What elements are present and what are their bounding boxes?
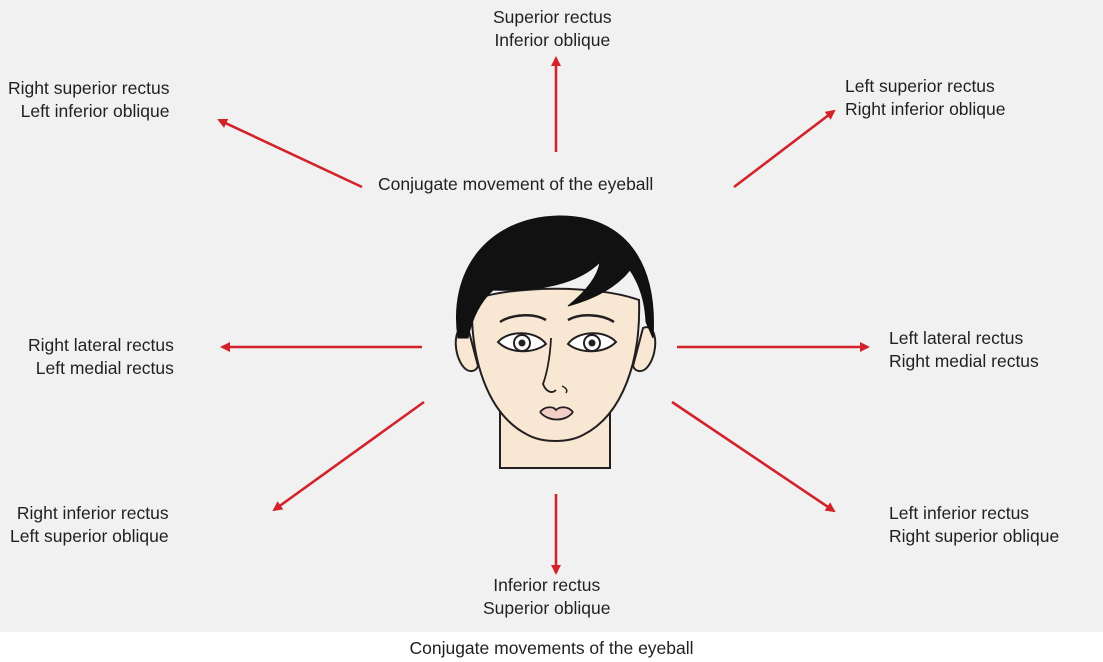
label-down-right-line1: Left inferior rectus bbox=[889, 502, 1059, 525]
label-up-line2: Inferior oblique bbox=[493, 29, 612, 52]
label-down-left: Right inferior rectus Left superior obli… bbox=[10, 502, 169, 548]
label-up-right-line2: Right inferior oblique bbox=[845, 98, 1006, 121]
label-up: Superior rectus Inferior oblique bbox=[493, 6, 612, 52]
arrow-down-left bbox=[274, 402, 424, 510]
diagram-panel: Conjugate movement of the eyeball Superi… bbox=[0, 0, 1103, 632]
figure-caption: Conjugate movements of the eyeball bbox=[0, 637, 1103, 659]
label-up-left: Right superior rectus Left inferior obli… bbox=[8, 77, 169, 123]
label-right: Left lateral rectus Right medial rectus bbox=[889, 327, 1039, 373]
label-left-line1: Right lateral rectus bbox=[28, 334, 174, 357]
label-right-line2: Right medial rectus bbox=[889, 350, 1039, 373]
face-illustration bbox=[448, 210, 663, 470]
center-label: Conjugate movement of the eyeball bbox=[378, 173, 653, 196]
arrow-down-right bbox=[672, 402, 834, 511]
label-down-right: Left inferior rectus Right superior obli… bbox=[889, 502, 1059, 548]
label-up-right: Left superior rectus Right inferior obli… bbox=[845, 75, 1006, 121]
label-down-right-line2: Right superior oblique bbox=[889, 525, 1059, 548]
label-up-left-line2: Left inferior oblique bbox=[8, 100, 169, 123]
label-down-left-line1: Right inferior rectus bbox=[10, 502, 169, 525]
center-label-text: Conjugate movement of the eyeball bbox=[378, 173, 653, 196]
label-up-line1: Superior rectus bbox=[493, 6, 612, 29]
label-down-left-line2: Left superior oblique bbox=[10, 525, 169, 548]
label-down: Inferior rectus Superior oblique bbox=[483, 574, 610, 620]
arrow-up-left bbox=[219, 120, 362, 187]
label-up-left-line1: Right superior rectus bbox=[8, 77, 169, 100]
right-pupil bbox=[589, 340, 596, 347]
label-down-line2: Superior oblique bbox=[483, 597, 610, 620]
left-pupil bbox=[519, 340, 526, 347]
label-left-line2: Left medial rectus bbox=[28, 357, 174, 380]
label-down-line1: Inferior rectus bbox=[483, 574, 610, 597]
label-right-line1: Left lateral rectus bbox=[889, 327, 1039, 350]
arrow-up-right bbox=[734, 111, 834, 187]
label-up-right-line1: Left superior rectus bbox=[845, 75, 1006, 98]
label-left: Right lateral rectus Left medial rectus bbox=[28, 334, 174, 380]
